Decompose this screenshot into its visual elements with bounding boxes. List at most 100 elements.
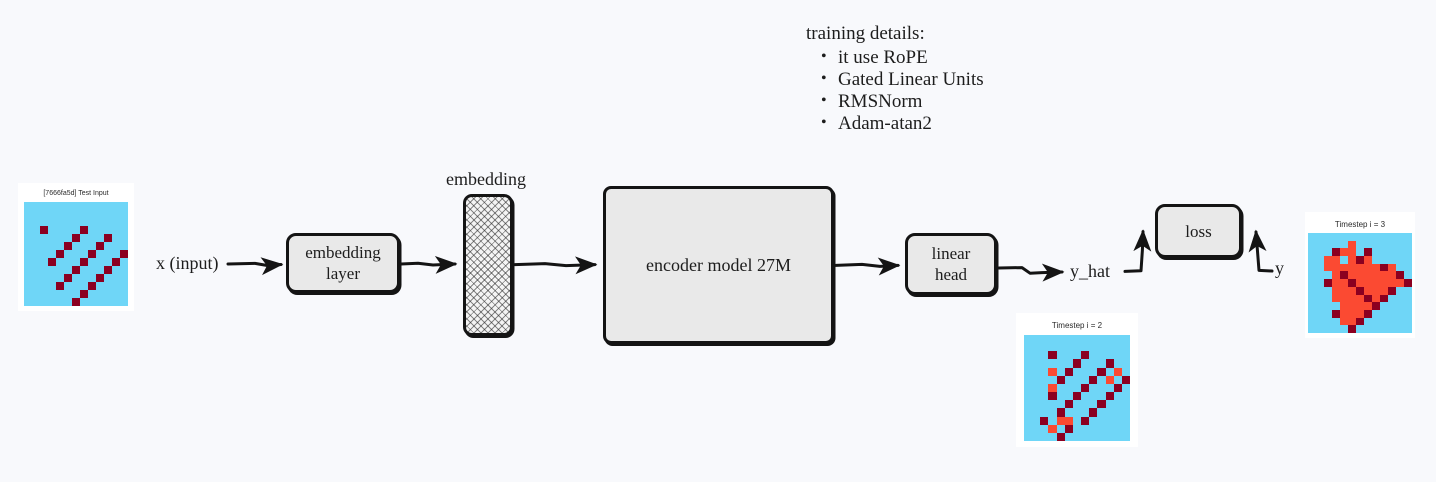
- grid-cell: [1308, 325, 1316, 333]
- grid-cell: [120, 234, 128, 242]
- grid-cell: [1316, 294, 1324, 303]
- grid-cell: [1388, 248, 1396, 257]
- grid-cell: [1356, 317, 1364, 326]
- grid-cell: [1072, 408, 1082, 417]
- grid-cell: [1113, 416, 1122, 425]
- grid-cell: [1121, 343, 1130, 352]
- grid-cell: [1113, 375, 1122, 384]
- grid-cell: [48, 298, 56, 306]
- grid-cell: [72, 226, 80, 234]
- grid-cell: [96, 282, 104, 290]
- grid-cell: [1380, 248, 1388, 257]
- grid-cell: [1380, 256, 1388, 264]
- grid-cell: [1040, 335, 1049, 344]
- grid-cell: [1081, 408, 1090, 417]
- grid-cell: [1332, 325, 1340, 333]
- grid-cell: [1048, 408, 1057, 417]
- grid-cell: [96, 290, 104, 298]
- grid-cell: [120, 266, 128, 274]
- grid-cell: [1113, 351, 1122, 360]
- grid-cell: [1081, 367, 1090, 376]
- grid-cell: [32, 210, 40, 218]
- grid-cell: [1332, 286, 1340, 295]
- grid-cell: [1064, 367, 1073, 376]
- grid-cell: [1316, 325, 1324, 333]
- grid-cell: [40, 266, 48, 274]
- grid-cell: [1364, 309, 1372, 318]
- grid-cell: [1056, 416, 1065, 425]
- grid-cell: [1121, 383, 1130, 393]
- grid-cell: [1072, 359, 1082, 368]
- grid-cell: [32, 290, 40, 298]
- grid-cell: [1048, 383, 1057, 393]
- grid-cell: [1081, 400, 1090, 409]
- grid-cell: [1404, 317, 1412, 326]
- grid-cell: [1380, 233, 1388, 241]
- grid-cell: [72, 218, 80, 226]
- grid-cell: [1089, 408, 1098, 417]
- grid-cell: [1308, 279, 1316, 287]
- grid-cell: [104, 218, 112, 226]
- grid-cell: [104, 282, 112, 290]
- grid-cell: [1316, 271, 1324, 280]
- grid-cell: [1308, 240, 1316, 249]
- grid-cell: [80, 282, 88, 290]
- grid-cell: [1121, 359, 1130, 368]
- grid-cell: [1097, 375, 1106, 384]
- grid-cell: [1113, 400, 1122, 409]
- grid-cell: [24, 202, 32, 210]
- grid-cell: [72, 266, 80, 274]
- grid-cell: [24, 258, 32, 266]
- grid-cell: [112, 242, 120, 250]
- grid-cell: [1396, 279, 1404, 287]
- grid-cell: [1040, 343, 1049, 352]
- grid-cell: [104, 274, 112, 282]
- grid-cell: [24, 250, 32, 258]
- grid-cell: [1332, 279, 1340, 287]
- grid-cell: [1364, 233, 1372, 241]
- grid-cell: [1064, 383, 1073, 393]
- grid-cell: [1048, 375, 1057, 384]
- pixel-grid: [1308, 233, 1412, 333]
- grid-cell: [1072, 367, 1082, 376]
- grid-cell: [1340, 309, 1348, 318]
- grid-cell: [120, 242, 128, 250]
- grid-cell: [48, 218, 56, 226]
- grid-cell: [96, 266, 104, 274]
- grid-cell: [1040, 359, 1049, 368]
- grid-cell: [1064, 392, 1073, 401]
- grid-cell: [64, 266, 72, 274]
- grid-cell: [32, 274, 40, 282]
- grid-cell: [1072, 392, 1082, 401]
- grid-cell: [1072, 416, 1082, 425]
- grid-cell: [1372, 233, 1380, 241]
- grid-cell: [1364, 263, 1372, 272]
- grid-cell: [1332, 256, 1340, 264]
- grid-cell: [1388, 317, 1396, 326]
- grid-cell: [1364, 317, 1372, 326]
- grid-cell: [1356, 309, 1364, 318]
- training-details-item: Adam-atan2: [821, 112, 984, 135]
- grid-cell: [1064, 432, 1073, 441]
- grid-cell: [56, 290, 64, 298]
- grid-cell: [1081, 383, 1090, 393]
- grid-cell: [32, 202, 40, 210]
- node-label: encoder model 27M: [646, 254, 791, 275]
- grid-cell: [1048, 416, 1057, 425]
- grid-cell: [1324, 263, 1332, 272]
- grid-cell: [48, 282, 56, 290]
- grid-cell: [64, 258, 72, 266]
- grid-cell: [1097, 335, 1106, 344]
- grid-cell: [1024, 351, 1033, 360]
- grid-cell: [1105, 408, 1114, 417]
- grid-cell: [1380, 317, 1388, 326]
- training-details-item: Gated Linear Units: [821, 68, 984, 91]
- grid-cell: [40, 218, 48, 226]
- grid-cell: [1056, 432, 1065, 441]
- grid-cell: [88, 290, 96, 298]
- grid-cell: [1332, 271, 1340, 280]
- grid-cell: [1072, 343, 1082, 352]
- grid-cell: [1316, 309, 1324, 318]
- grid-cell: [72, 282, 80, 290]
